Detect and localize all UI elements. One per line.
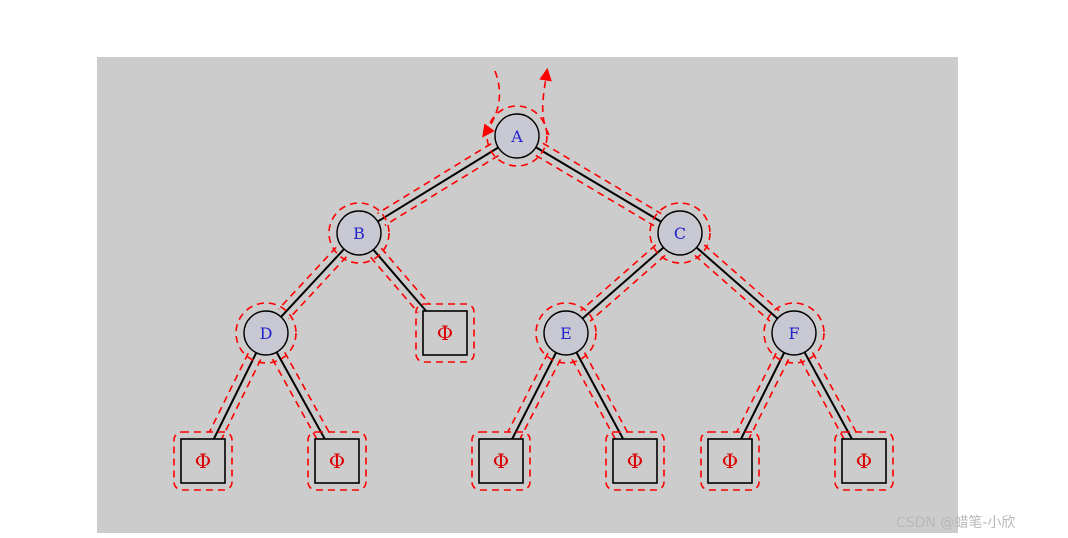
traversal-exit-arrow xyxy=(539,67,552,136)
traversal-path-D-N2-a xyxy=(271,358,318,440)
traversal-path-B-D-b xyxy=(288,256,348,320)
tree-node-B: B xyxy=(336,210,382,256)
tree-node-label: B xyxy=(353,224,365,243)
traversal-path-B-D-a xyxy=(277,246,337,310)
traversal-outline-N1 xyxy=(173,431,233,491)
null-node-N2: Φ xyxy=(314,438,360,484)
tree-node-circle xyxy=(657,210,703,256)
traversal-path-B-N3-b xyxy=(380,247,430,304)
null-node-label: Φ xyxy=(856,449,872,473)
traversal-outline-A xyxy=(486,105,548,167)
edge-A-B xyxy=(377,146,499,223)
traversal-path-F-N6-a xyxy=(735,352,777,433)
traversal-path-D-N1-b xyxy=(221,359,262,439)
traversal-entry-arrow xyxy=(482,70,501,138)
edge-D-N2 xyxy=(275,351,326,440)
tree-node-circle xyxy=(543,310,589,356)
null-node-box xyxy=(180,438,226,484)
tree-node-label: A xyxy=(510,127,523,146)
null-node-box xyxy=(314,438,360,484)
traversal-outline-D xyxy=(235,302,297,364)
tree-node-circle xyxy=(336,210,382,256)
traversal-path-A-B-a xyxy=(377,142,492,215)
null-node-box xyxy=(841,438,887,484)
edge-F-N6 xyxy=(740,352,786,440)
edge-C-F xyxy=(695,246,779,320)
traversal-path-A-C-b xyxy=(542,142,662,215)
edge-A-C xyxy=(535,146,662,223)
tree-node-A: A xyxy=(494,113,540,159)
traversal-path-C-E-b xyxy=(589,254,666,322)
tree-node-C: C xyxy=(657,210,703,256)
traversal-outline-N3 xyxy=(415,303,475,363)
edge-B-D xyxy=(280,248,345,318)
null-node-N3: Φ xyxy=(422,310,468,356)
tree-node-label: C xyxy=(674,224,686,243)
traversal-outline-N6 xyxy=(700,431,760,491)
traversal-path-F-N6-b xyxy=(748,359,790,439)
traversal-outline-N7 xyxy=(834,431,894,491)
traversal-path-C-F-b xyxy=(703,244,780,312)
traversal-outline-N2 xyxy=(307,431,367,491)
traversal-path-D-N1-a xyxy=(208,352,249,433)
traversal-outline-N5 xyxy=(605,431,665,491)
traversal-path-C-F-a xyxy=(694,254,771,322)
edge-D-N1 xyxy=(212,352,258,440)
tree-node-label: D xyxy=(260,324,273,343)
null-node-label: Φ xyxy=(195,449,211,473)
tree-node-circle xyxy=(771,310,817,356)
traversal-path-F-N7-a xyxy=(799,358,845,440)
traversal-path-E-N4-a xyxy=(507,352,549,433)
null-node-label: Φ xyxy=(329,449,345,473)
traversal-path-E-N4-b xyxy=(519,358,562,439)
null-node-label: Φ xyxy=(437,321,453,345)
diagram-canvas: A B C D E F Φ Φ Φ Φ Φ Φ Φ xyxy=(97,57,958,533)
traversal-outline-N4 xyxy=(471,431,531,491)
binary-tree-diagram: A B C D E F Φ Φ Φ Φ Φ Φ Φ xyxy=(173,67,894,491)
edge-B-N3 xyxy=(372,249,427,312)
null-node-N4: Φ xyxy=(478,438,524,484)
traversal-path-D-N2-b xyxy=(284,351,330,433)
tree-node-label: E xyxy=(560,324,572,343)
null-node-label: Φ xyxy=(627,449,643,473)
traversal-path-C-E-a xyxy=(580,244,657,312)
tree-node-label: F xyxy=(788,324,799,343)
traversal-outline-E xyxy=(535,302,597,364)
null-node-N5: Φ xyxy=(612,438,658,484)
null-node-N6: Φ xyxy=(707,438,753,484)
null-node-label: Φ xyxy=(493,449,509,473)
traversal-path-E-N5-b xyxy=(583,352,629,433)
null-node-box xyxy=(707,438,753,484)
traversal-path-B-N3-a xyxy=(370,256,419,314)
tree-node-circle xyxy=(243,310,289,356)
null-node-N1: Φ xyxy=(180,438,226,484)
null-node-label: Φ xyxy=(722,449,738,473)
traversal-path-A-C-a xyxy=(535,154,655,227)
null-node-N7: Φ xyxy=(841,438,887,484)
tree-node-D: D xyxy=(243,310,289,356)
traversal-path-F-N7-b xyxy=(811,352,857,433)
traversal-path-E-N5-a xyxy=(571,358,616,440)
null-node-box xyxy=(612,438,658,484)
null-node-box xyxy=(478,438,524,484)
edge-E-N5 xyxy=(575,351,625,440)
watermark: CSDN @蜡笔-小欣 xyxy=(896,515,1016,531)
edge-C-E xyxy=(581,246,665,320)
tree-node-F: F xyxy=(771,310,817,356)
traversal-path-A-B-b xyxy=(384,154,499,227)
edge-F-N7 xyxy=(803,351,853,440)
tree-node-E: E xyxy=(543,310,589,356)
traversal-outline-B xyxy=(328,202,390,264)
traversal-outline-F xyxy=(763,302,825,364)
tree-node-circle xyxy=(494,113,540,159)
null-node-box xyxy=(422,310,468,356)
edge-E-N4 xyxy=(511,352,557,440)
traversal-outline-C xyxy=(649,202,711,264)
